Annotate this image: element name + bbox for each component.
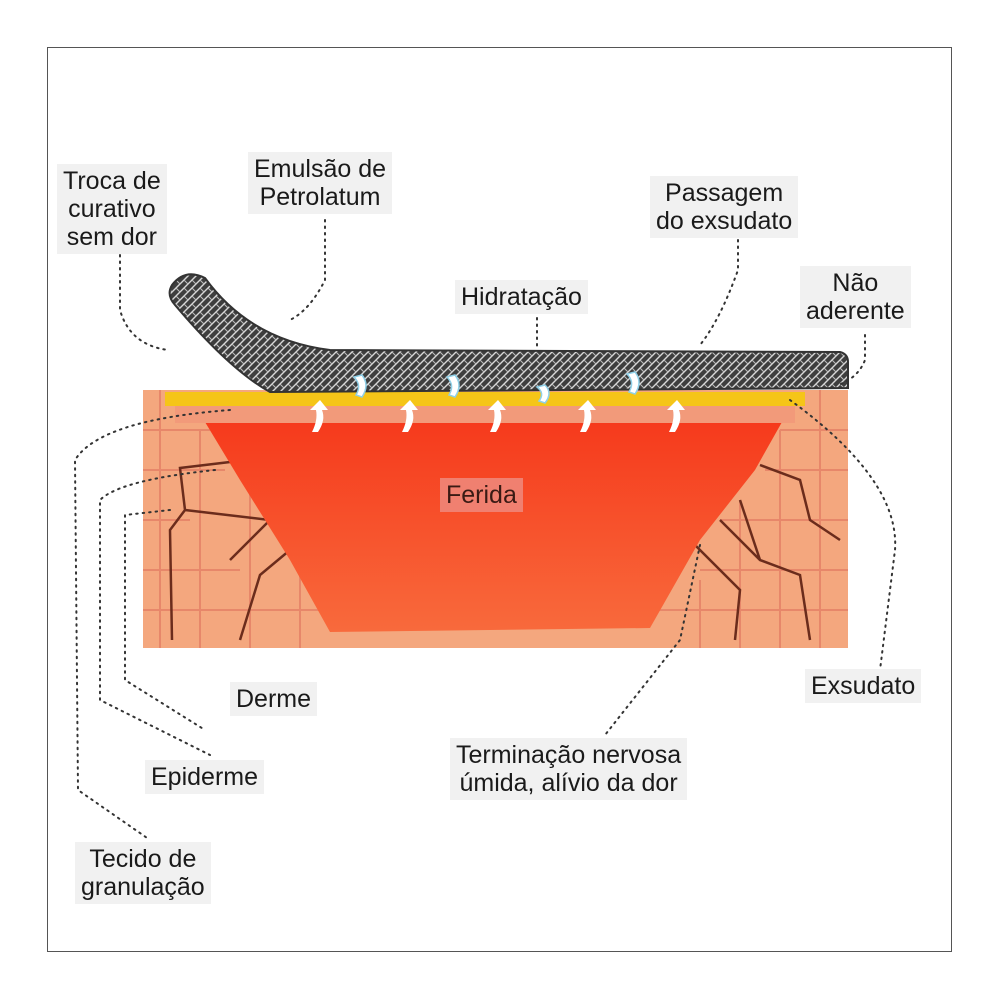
label-line: granulação	[81, 873, 205, 901]
label-hidratacao: Hidratação	[455, 280, 588, 314]
diagram-frame	[47, 47, 952, 952]
label-emulsao-petrolatum: Emulsão de Petrolatum	[248, 152, 393, 214]
label-line: Tecido de	[89, 845, 197, 873]
label-passagem-exsudato: Passagem do exsudato	[650, 176, 799, 238]
label-line: Terminação nervosa	[456, 741, 682, 769]
label-epiderme: Epiderme	[145, 760, 264, 794]
label-troca-de-curativo: Troca de curativo sem dor	[57, 164, 167, 254]
petrolatum-layer	[165, 392, 805, 406]
exudate-arrows	[310, 400, 685, 432]
skin-cells	[143, 390, 848, 648]
label-line: Derme	[236, 685, 312, 713]
label-line: curativo	[68, 195, 156, 223]
label-line: Emulsão de	[254, 155, 387, 183]
label-terminacao-nervosa: Terminação nervosa úmida, alívio da dor	[450, 738, 688, 800]
leader-lines	[73, 219, 897, 841]
label-line: Exsudato	[811, 672, 916, 700]
dressing	[168, 273, 849, 394]
hydration-arrows	[352, 371, 640, 404]
label-nao-aderente: Não aderente	[800, 266, 911, 328]
wound-area	[205, 422, 782, 632]
label-line: Ferida	[446, 481, 517, 509]
label-line: aderente	[806, 297, 905, 325]
epidermis-layer	[175, 405, 795, 423]
label-exsudato: Exsudato	[805, 669, 922, 703]
label-tecido-granulacao: Tecido de granulação	[75, 842, 211, 904]
label-line: Petrolatum	[259, 183, 381, 211]
label-line: Hidratação	[461, 283, 582, 311]
label-derme: Derme	[230, 682, 318, 716]
label-line: sem dor	[66, 223, 158, 251]
label-line: Epiderme	[151, 763, 258, 791]
label-line: Passagem	[665, 179, 784, 207]
label-line: Troca de	[63, 167, 161, 195]
label-line: úmida, alívio da dor	[459, 769, 678, 797]
label-ferida: Ferida	[440, 478, 523, 512]
label-line: do exsudato	[656, 207, 793, 235]
label-line: Não	[832, 269, 879, 297]
